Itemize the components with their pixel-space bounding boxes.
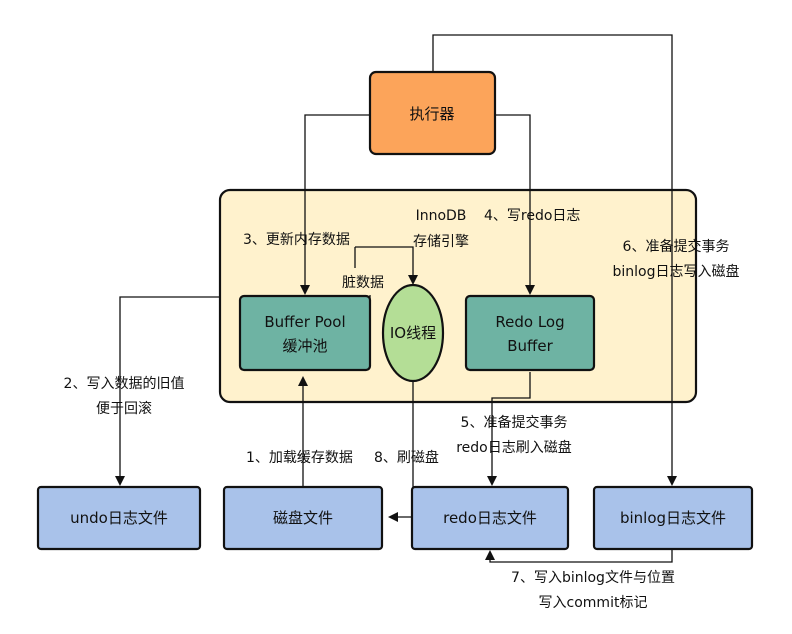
label-dirty-data: 脏数据 — [342, 275, 384, 291]
label-step8: 8、刷磁盘 — [374, 449, 439, 466]
executor-box — [368, 70, 497, 156]
arrow-dirty-data — [355, 246, 418, 285]
label-step6-line2: binlog日志写入磁盘 — [613, 263, 740, 280]
label-step2-line1: 2、写入数据的旧值 — [64, 376, 185, 392]
buffer-pool-box — [238, 294, 372, 372]
arrow-step7 — [485, 550, 673, 563]
label-step7-line2: 写入commit标记 — [539, 595, 648, 611]
arrow-step3 — [300, 114, 370, 295]
label-step1: 1、加载缓存数据 — [246, 450, 353, 466]
redo-file-label: redo日志文件 — [443, 509, 537, 527]
connectors — [115, 34, 677, 563]
disk-file-box — [222, 485, 384, 551]
undo-file-box — [36, 485, 202, 551]
executor-label: 执行器 — [409, 105, 454, 123]
label-step3: 3、更新内存数据 — [243, 232, 350, 248]
arrow-step6 — [432, 34, 677, 486]
redo-log-buffer-label-line1: Redo Log — [495, 313, 564, 331]
redo-file-node[interactable]: redo日志文件 — [410, 485, 570, 551]
label-step7-line1: 7、写入binlog文件与位置 — [511, 570, 675, 586]
binlog-file-box — [592, 485, 754, 551]
redo-file-box — [410, 485, 570, 551]
innodb-label-line1: InnoDB — [416, 208, 467, 224]
label-step5-line1: 5、准备提交事务 — [461, 414, 568, 431]
label-step4: 4、写redo日志 — [484, 208, 580, 224]
arrow-step2 — [115, 296, 220, 486]
redo-log-buffer-box — [464, 294, 596, 372]
arrow-step4 — [495, 114, 535, 295]
redo-log-buffer-label-line2: Buffer — [507, 337, 553, 355]
io-thread-circle — [381, 283, 445, 383]
buffer-pool-node[interactable]: Buffer Pool 缓冲池 — [238, 294, 372, 372]
io-thread-node[interactable]: IO线程 — [381, 283, 445, 383]
innodb-label-line2: 存储引擎 — [413, 234, 469, 250]
buffer-pool-label-line1: Buffer Pool — [264, 313, 345, 331]
label-step2-line2: 便于回滚 — [96, 400, 152, 417]
executor-node[interactable]: 执行器 — [368, 70, 497, 156]
disk-file-node[interactable]: 磁盘文件 — [222, 485, 384, 551]
redo-log-buffer-node[interactable]: Redo Log Buffer — [464, 294, 596, 372]
undo-file-label: undo日志文件 — [70, 509, 168, 527]
binlog-file-node[interactable]: binlog日志文件 — [592, 485, 754, 551]
undo-file-node[interactable]: undo日志文件 — [36, 485, 202, 551]
label-step6-line1: 6、准备提交事务 — [623, 238, 730, 255]
io-thread-label: IO线程 — [390, 324, 436, 342]
label-step5-line2: redo日志刷入磁盘 — [456, 439, 572, 456]
arrow-step5 — [487, 372, 531, 486]
disk-file-label: 磁盘文件 — [273, 509, 333, 527]
buffer-pool-label-line2: 缓冲池 — [282, 337, 327, 355]
binlog-file-label: binlog日志文件 — [620, 509, 726, 527]
